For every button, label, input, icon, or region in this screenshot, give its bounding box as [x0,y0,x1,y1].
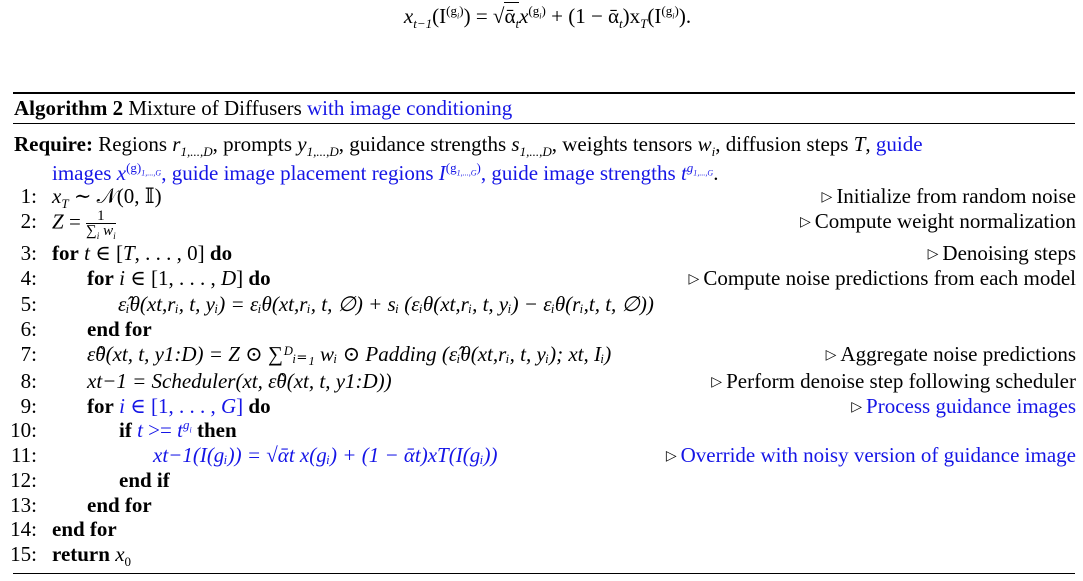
algo-line-9: 9: for i ∈ [1, . . . , G] do ▷Process gu… [20,394,1076,418]
top-equation: xt−1(I(gi)) = √ᾱtx(gi) + (1 − ᾱt)xT(I(gi… [403,2,692,32]
algo-line-13: 13: end for [10,493,152,517]
algo-line-12: 12: end if [10,468,170,492]
algo-line-3: 3: for t ∈ [T, . . . , 0] do ▷Denoising … [20,241,1076,265]
algo-line-10: 10: if t >= tgi then [10,417,237,442]
algo-line-11: 11: xt−1(I(gᵢ)) = √ᾱt x(gᵢ) + (1 − ᾱt)xT… [10,443,1076,467]
algorithm-title: Algorithm 2 Mixture of Diffusers with im… [14,96,513,120]
require-block: Require: Regions r1,...,D, prompts y1,..… [14,132,923,185]
top-rule [13,92,1075,94]
algo-line-1: 1: xT ∼ 𝒩(0, 𝕀) ▷Initialize from random … [20,184,1076,212]
title-rule [13,123,1075,124]
algo-line-14: 14: end for [10,517,117,541]
algo-line-4: 4: for i ∈ [1, . . . , D] do ▷Compute no… [20,266,1076,290]
algo-line-7: 7: ε̂θ(xt, t, y1:D) = Z ⊙ ∑ᴰᵢ₌₁ wᵢ ⊙ Pad… [20,342,1076,366]
bottom-rule [13,573,1075,574]
algo-line-5: 5: ε̂ᵢθ(xt,rᵢ, t, yᵢ) = εᵢθ(xt,rᵢ, t, ∅)… [20,292,654,316]
algo-line-6: 6: end for [20,317,152,341]
algo-line-2: 2: Z = 1∑i wi ▷Compute weight normalizat… [20,208,1076,242]
algo-line-8: 8: xt−1 = Scheduler(xt, ε̂θ(xt, t, y1:D)… [20,369,1076,393]
algo-line-15: 15: return x0 [10,542,132,570]
